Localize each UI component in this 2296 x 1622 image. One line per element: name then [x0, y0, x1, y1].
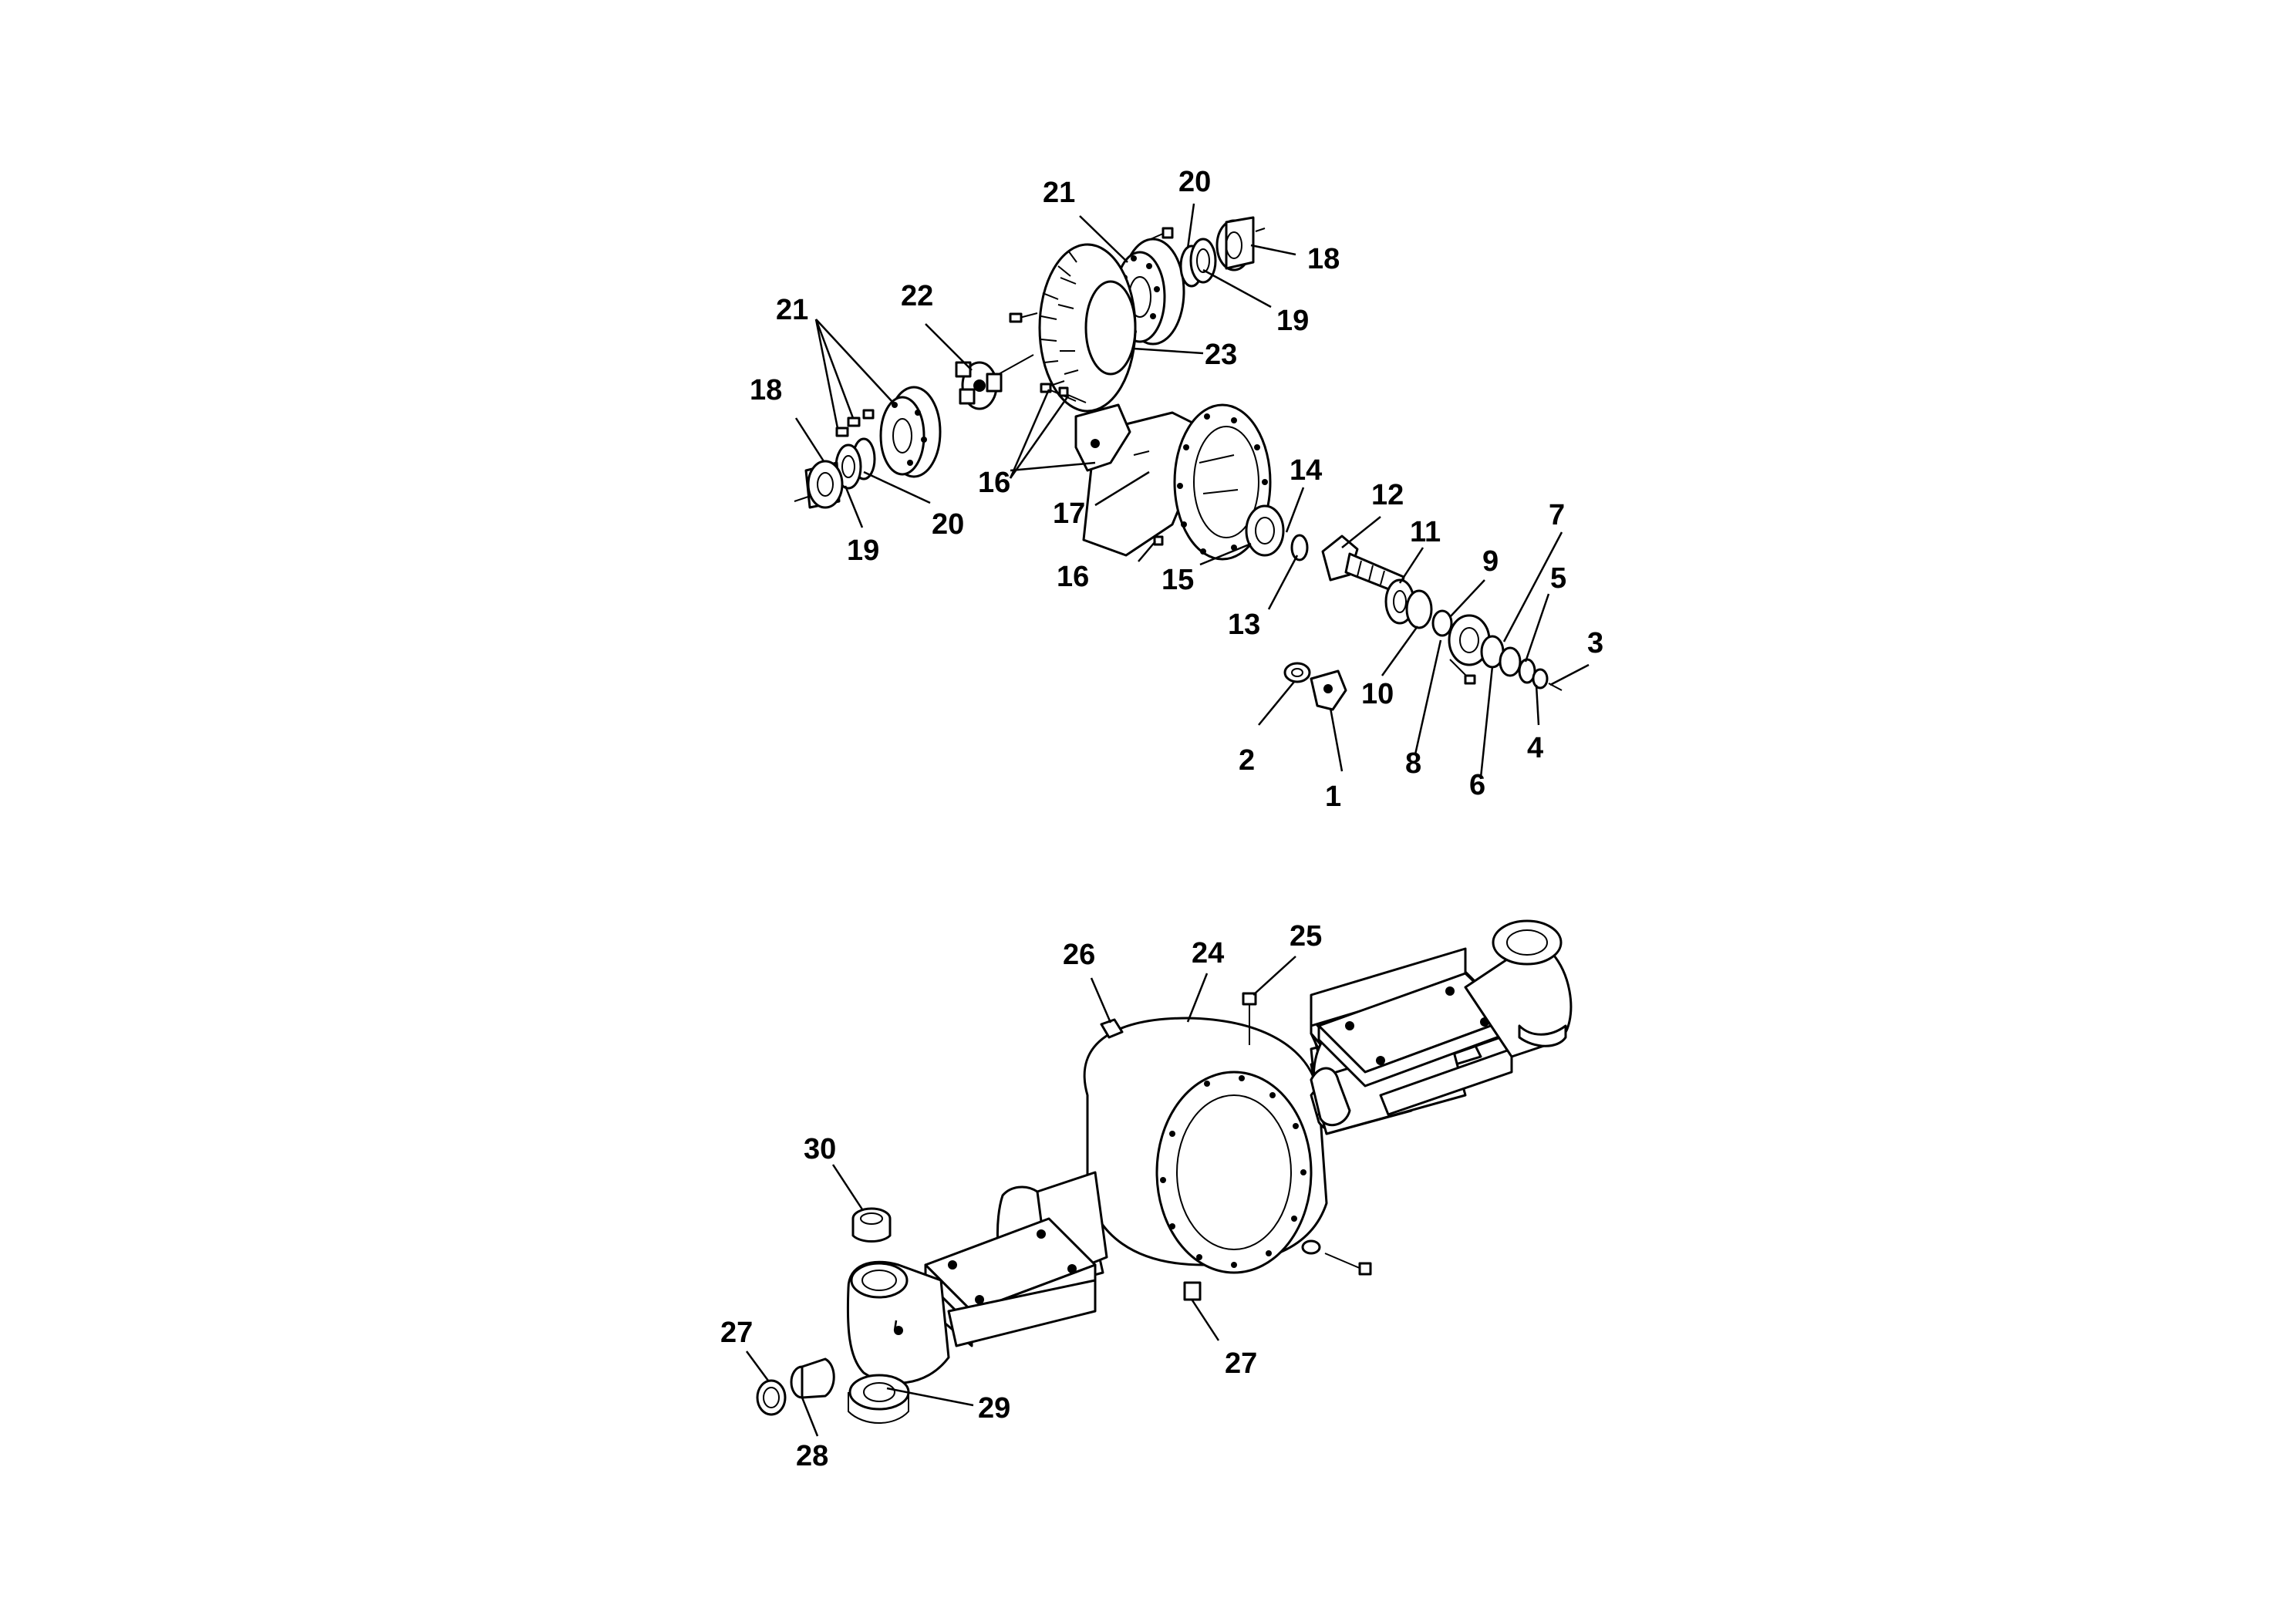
callout-27-right: 27 — [1225, 1347, 1257, 1380]
seal-27-left — [756, 1379, 787, 1416]
callout-29: 29 — [978, 1392, 1010, 1425]
pinion-spacer — [1431, 609, 1453, 637]
ring-gear — [1038, 243, 1137, 413]
callout-27-left: 27 — [720, 1317, 753, 1349]
callout-18-top: 18 — [1307, 243, 1340, 275]
callout-13: 13 — [1228, 609, 1260, 641]
callout-14: 14 — [1290, 454, 1322, 487]
callout-28: 28 — [796, 1440, 828, 1472]
pinion-bearing-outer — [1480, 635, 1563, 691]
callout-20-top: 20 — [1178, 166, 1211, 198]
bolt-washer-right — [1301, 1239, 1372, 1276]
callout-20-left: 20 — [932, 508, 964, 541]
bearing-left — [794, 437, 876, 509]
callout-11: 11 — [1410, 516, 1441, 548]
callout-8: 8 — [1405, 747, 1421, 780]
adjusting-ring — [1245, 504, 1309, 561]
leader-lines — [745, 203, 1590, 1437]
plug-25 — [1242, 992, 1257, 1045]
callout-23: 23 — [1205, 339, 1237, 371]
plug-27-right — [1183, 1281, 1202, 1301]
callout-labels: 1 2 3 4 5 6 7 8 9 10 11 12 13 14 15 16 1… — [720, 166, 1603, 1472]
callout-26: 26 — [1063, 939, 1095, 971]
callout-16-b: 16 — [1057, 561, 1089, 593]
callout-3: 3 — [1587, 627, 1603, 659]
callout-19-top: 19 — [1276, 305, 1309, 337]
differential-spider — [955, 354, 1034, 410]
bush-30 — [851, 1207, 892, 1243]
callout-2: 2 — [1239, 744, 1255, 777]
flange-yoke — [1283, 662, 1347, 711]
callout-30: 30 — [804, 1133, 836, 1165]
axle-housing — [846, 919, 1573, 1424]
callout-4: 4 — [1527, 732, 1543, 764]
bearing-cap — [1074, 403, 1150, 472]
pinion-bearing-inner — [1384, 578, 1433, 629]
callout-21-left: 21 — [776, 294, 808, 326]
callout-9: 9 — [1482, 545, 1499, 578]
callout-21-top: 21 — [1043, 177, 1075, 209]
bearing-right — [1179, 216, 1266, 288]
callout-18-left: 18 — [750, 374, 782, 406]
callout-17: 17 — [1053, 497, 1085, 530]
callout-15: 15 — [1161, 564, 1194, 596]
callout-22: 22 — [901, 280, 933, 312]
callout-19-left: 19 — [847, 534, 879, 567]
bush-28 — [790, 1357, 835, 1399]
callout-7: 7 — [1549, 499, 1565, 531]
callout-16-a: 16 — [978, 467, 1010, 499]
bolt-upper — [1009, 227, 1174, 323]
callout-24: 24 — [1192, 937, 1224, 969]
differential-case-left — [835, 386, 942, 478]
callout-12: 12 — [1371, 479, 1404, 511]
callout-5: 5 — [1550, 562, 1566, 595]
callout-6: 6 — [1469, 769, 1485, 801]
callout-1: 1 — [1325, 781, 1341, 813]
callout-25: 25 — [1290, 920, 1322, 953]
callout-10: 10 — [1361, 678, 1394, 710]
